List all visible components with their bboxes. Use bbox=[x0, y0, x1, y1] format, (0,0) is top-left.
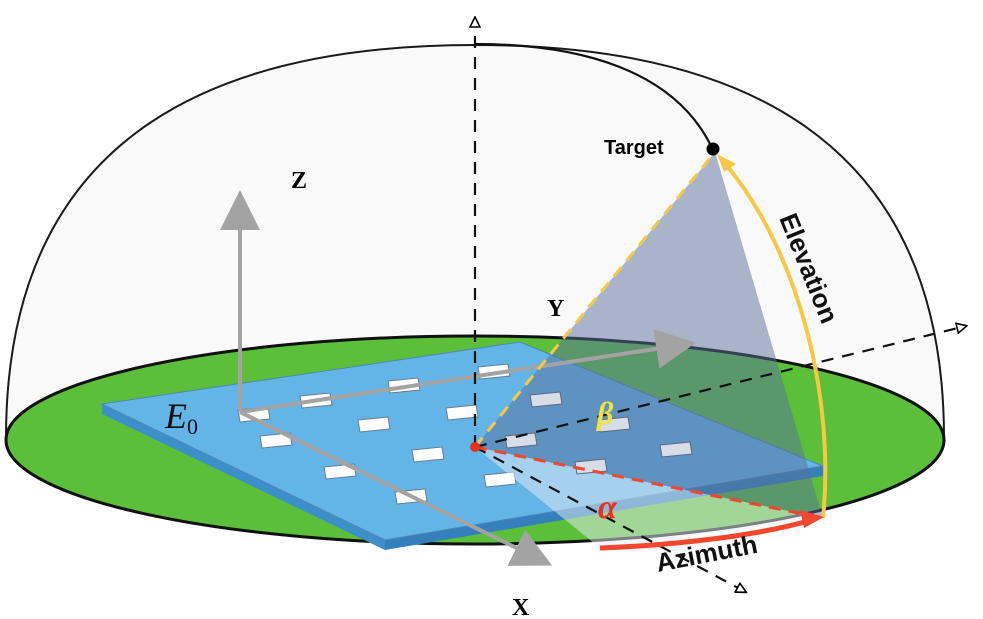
local-y-axis bbox=[239, 329, 696, 414]
azimuth-arc bbox=[599, 510, 824, 551]
global-axes bbox=[475, 22, 962, 590]
global-x-axis bbox=[474, 446, 742, 590]
elevation-arc bbox=[717, 154, 828, 519]
x-axis-label: X bbox=[512, 595, 530, 619]
line-of-sight bbox=[473, 151, 717, 448]
y-axis-label: Y bbox=[547, 296, 564, 322]
local-axes bbox=[220, 190, 696, 566]
antenna-elements-shaded bbox=[504, 391, 693, 475]
origin-point bbox=[470, 442, 480, 452]
beta-label: β bbox=[596, 395, 614, 431]
z-axis-label: Z bbox=[291, 168, 307, 194]
local-x-axis bbox=[239, 410, 553, 566]
e0-label: E0 bbox=[164, 396, 198, 439]
azimuth-sector bbox=[475, 447, 823, 548]
target-meridian-arc bbox=[474, 42, 713, 149]
target-label: Target bbox=[604, 137, 664, 159]
target-point bbox=[706, 142, 720, 156]
alpha-label: α bbox=[598, 489, 618, 526]
